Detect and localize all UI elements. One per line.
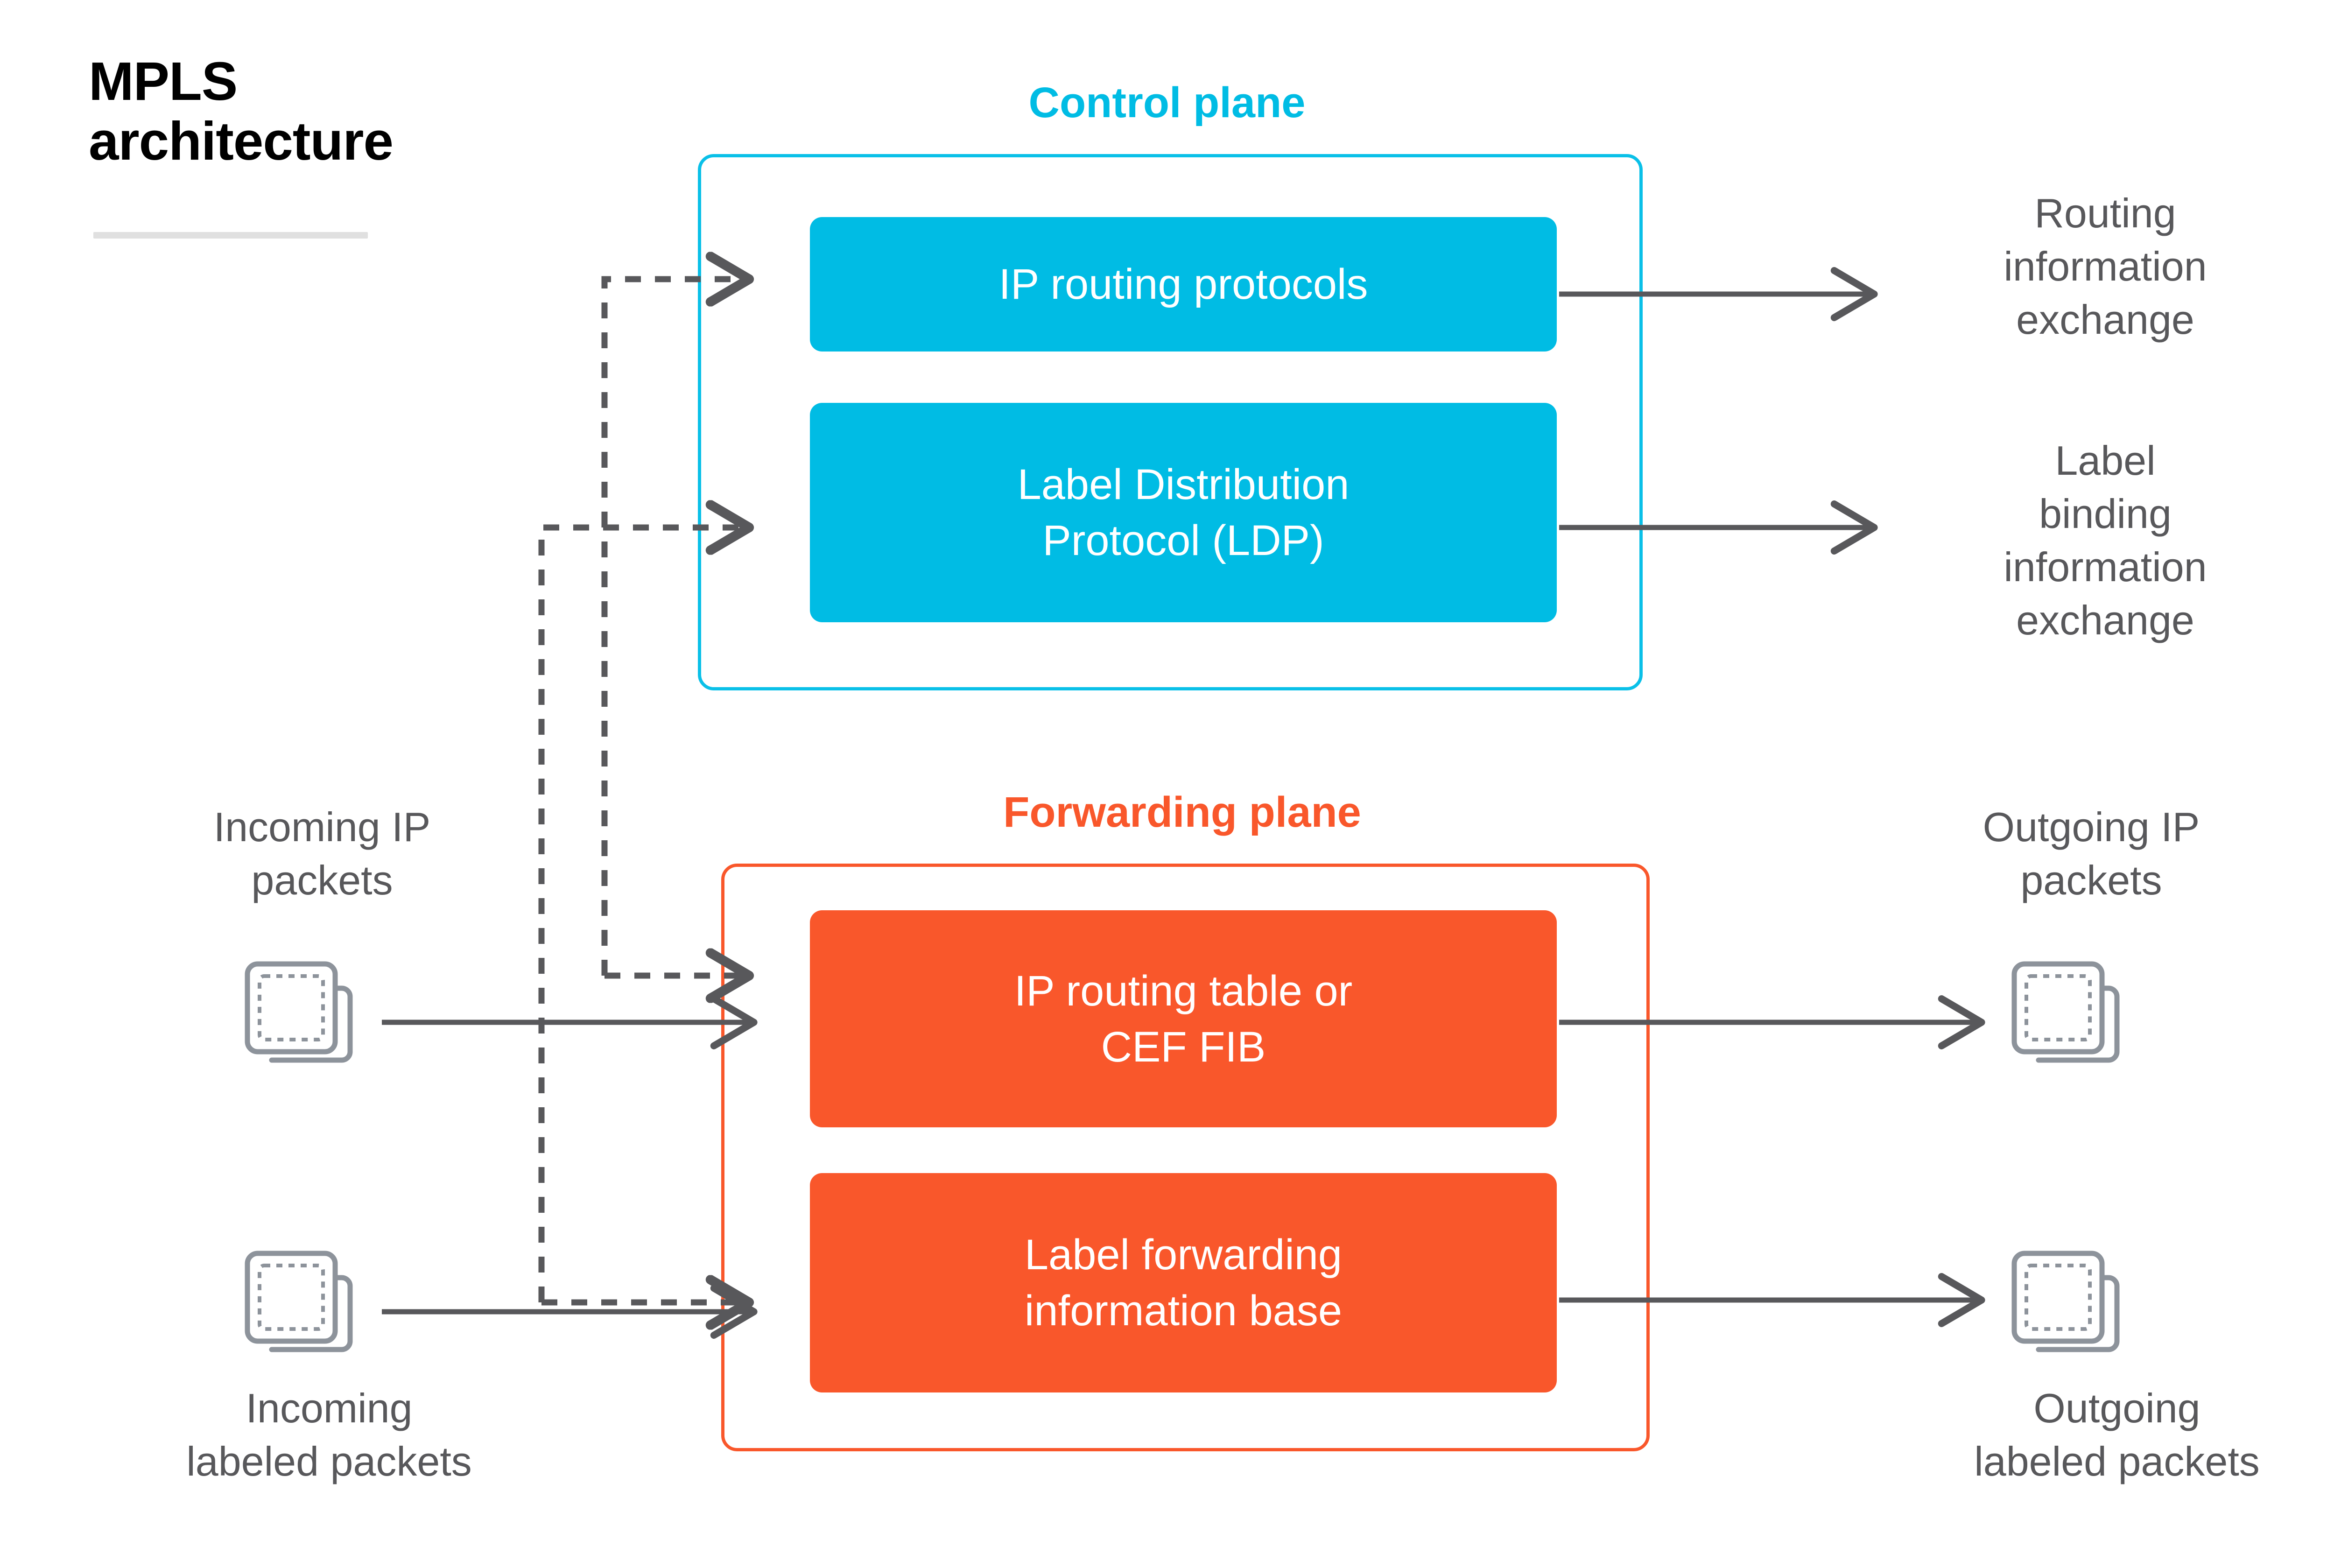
label-outgoing-labeled-packets: Outgoing labeled packets (1974, 1385, 2260, 1484)
label-incoming-ip-packets: Incoming IP packets (213, 804, 431, 903)
packet-stack-icon-incoming-labeled (243, 1249, 359, 1356)
packet-stack-icon-outgoing-labeled (2010, 1249, 2126, 1356)
node-label-distribution-protocol[interactable]: Label Distribution Protocol (LDP) (810, 403, 1557, 622)
title-divider (93, 232, 368, 239)
title-line-2: architecture (89, 111, 394, 171)
node-ip-routing-table-cef-fib[interactable]: IP routing table or CEF FIB (810, 910, 1557, 1127)
page-title: MPLS architecture (89, 51, 555, 171)
node-ip-routing-protocols[interactable]: IP routing protocols (810, 217, 1557, 352)
label-routing-information-exchange: Routing information exchange (2004, 190, 2207, 343)
forwarding-plane-header: Forwarding plane (1003, 788, 1361, 836)
label-incoming-labeled-packets: Incoming labeled packets (186, 1385, 472, 1484)
packet-stack-icon-incoming-ip (243, 959, 359, 1067)
packet-stack-icon-outgoing-ip (2010, 959, 2126, 1067)
label-outgoing-ip-packets: Outgoing IP packets (1982, 804, 2200, 903)
title-line-1: MPLS (89, 51, 238, 112)
label-label-binding-information-exchange: Label binding information exchange (2004, 437, 2207, 643)
control-plane-header: Control plane (1028, 79, 1306, 127)
node-label-forwarding-information-base[interactable]: Label forwarding information base (810, 1173, 1557, 1392)
